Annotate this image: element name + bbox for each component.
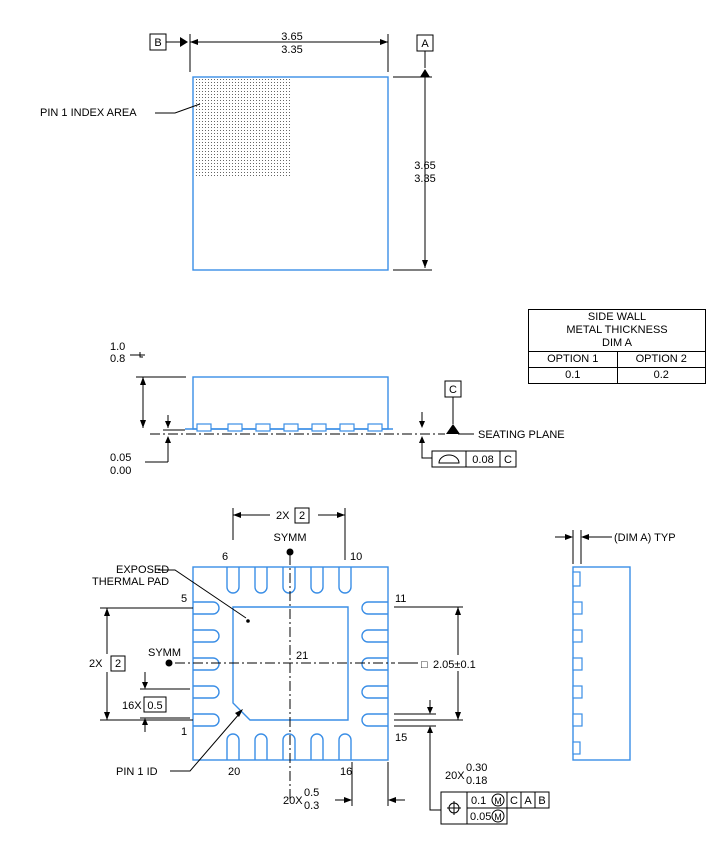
left-span-value: 2	[115, 658, 121, 670]
side-standoff-max: 0.05	[110, 452, 131, 464]
datum-b-label: B	[154, 37, 161, 49]
symm-left-marker	[165, 659, 173, 667]
side-wall-title-line3: DIM A	[602, 337, 632, 349]
right-side-view: (DIM A) TYP	[555, 530, 676, 761]
dim-a-typ-label: (DIM A) TYP	[614, 532, 676, 544]
top-width-max: 3.65	[281, 31, 302, 43]
side-height-min: 0.8	[110, 353, 125, 365]
side-wall-val-option2: 0.2	[616, 367, 706, 384]
seating-plane-label: SEATING PLANE	[478, 429, 565, 441]
lead-len-min: 0.3	[304, 800, 319, 812]
package-body-side	[192, 376, 389, 430]
side-wall-val-option1: 0.1	[528, 367, 618, 384]
pin-6-label: 6	[222, 551, 228, 563]
right-side-leads	[572, 571, 583, 755]
flatness-datum: C	[504, 454, 512, 466]
pad-size-value: 2.05±0.1	[433, 659, 476, 671]
pin-15-label: 15	[395, 732, 407, 744]
lead-w-min: 0.18	[466, 775, 487, 787]
side-view: 1.0 0.8 0.05 0.00 C SEATING PLANE 0.08 C	[110, 341, 565, 477]
datum-a-label: A	[421, 38, 429, 50]
pin-1-label: 1	[181, 726, 187, 738]
top-view: B 3.65 3.35 A 3.65 3.35 PIN 1 INDEX AREA	[40, 31, 436, 271]
side-wall-col-option1: OPTION 1	[528, 351, 618, 368]
pin-20-label: 20	[228, 766, 240, 778]
pin1-index-area	[194, 78, 292, 176]
side-height-max: 1.0	[110, 341, 125, 353]
pin-16-label: 16	[340, 766, 352, 778]
pad-size-symbol: □	[421, 659, 428, 671]
top-span-prefix: 2X	[276, 510, 290, 522]
top-span-value: 2	[299, 510, 305, 522]
top-height-min: 3.35	[414, 173, 435, 185]
pitch-prefix: 16X	[122, 700, 142, 712]
exposed-pad-label-line2: THERMAL PAD	[92, 576, 169, 588]
exposed-pad-label-line1: EXPOSED	[116, 564, 169, 576]
pin-11-label: 11	[395, 593, 406, 605]
side-wall-title-line2: METAL THICKNESS	[566, 324, 668, 336]
fcf-value1: 0.1	[471, 795, 486, 807]
datum-c-label: C	[449, 384, 457, 396]
fcf-mod2: M	[494, 812, 502, 822]
symm-top-marker	[286, 548, 294, 556]
pin-5-label: 5	[181, 593, 187, 605]
lead-len-prefix: 20X	[283, 795, 303, 807]
feature-control-frame: 0.1 M C A B 0.05 M	[440, 791, 550, 825]
lead-w-prefix: 20X	[445, 770, 465, 782]
exposed-thermal-pad	[232, 606, 349, 721]
top-width-min: 3.35	[281, 44, 302, 56]
package-body-top	[192, 76, 389, 271]
bottom-bottom-leads	[226, 733, 352, 760]
fcf-b: B	[538, 795, 545, 807]
lead-len-max: 0.5	[304, 787, 319, 799]
side-wall-title-line1: SIDE WALL	[587, 311, 647, 323]
lead-w-max: 0.30	[466, 762, 487, 774]
side-wall-col-option2: OPTION 2	[616, 351, 706, 368]
flatness-symbol	[438, 454, 460, 464]
fcf-mod1: M	[494, 796, 502, 806]
flatness-value: 0.08	[472, 454, 493, 466]
symm-top-label: SYMM	[274, 532, 307, 544]
left-span-prefix: 2X	[89, 658, 103, 670]
pin1-id-label: PIN 1 ID	[116, 766, 158, 778]
side-standoff-min: 0.00	[110, 465, 131, 477]
pad-number-label: 21	[296, 650, 308, 662]
side-wall-thickness-table: SIDE WALL METAL THICKNESS DIM A OPTION 1…	[528, 309, 706, 384]
side-leads	[196, 423, 383, 432]
pitch-value: 0.5	[147, 700, 162, 712]
symm-left-label: SYMM	[148, 647, 181, 659]
side-wall-table-title: SIDE WALL METAL THICKNESS DIM A	[528, 309, 706, 352]
bottom-top-leads	[226, 567, 352, 594]
fcf-c: C	[510, 795, 518, 807]
bottom-view: SYMM SYMM 21 2X 2 6 10 5 11 1 15 20 16 E…	[86, 507, 550, 825]
fcf-value2: 0.05	[470, 811, 491, 823]
pin-10-label: 10	[350, 551, 362, 563]
bottom-right-leads	[361, 601, 388, 727]
bottom-left-leads	[193, 601, 220, 727]
fcf-a: A	[524, 795, 532, 807]
top-height-max: 3.65	[414, 160, 435, 172]
pin1-index-label: PIN 1 INDEX AREA	[40, 107, 137, 119]
